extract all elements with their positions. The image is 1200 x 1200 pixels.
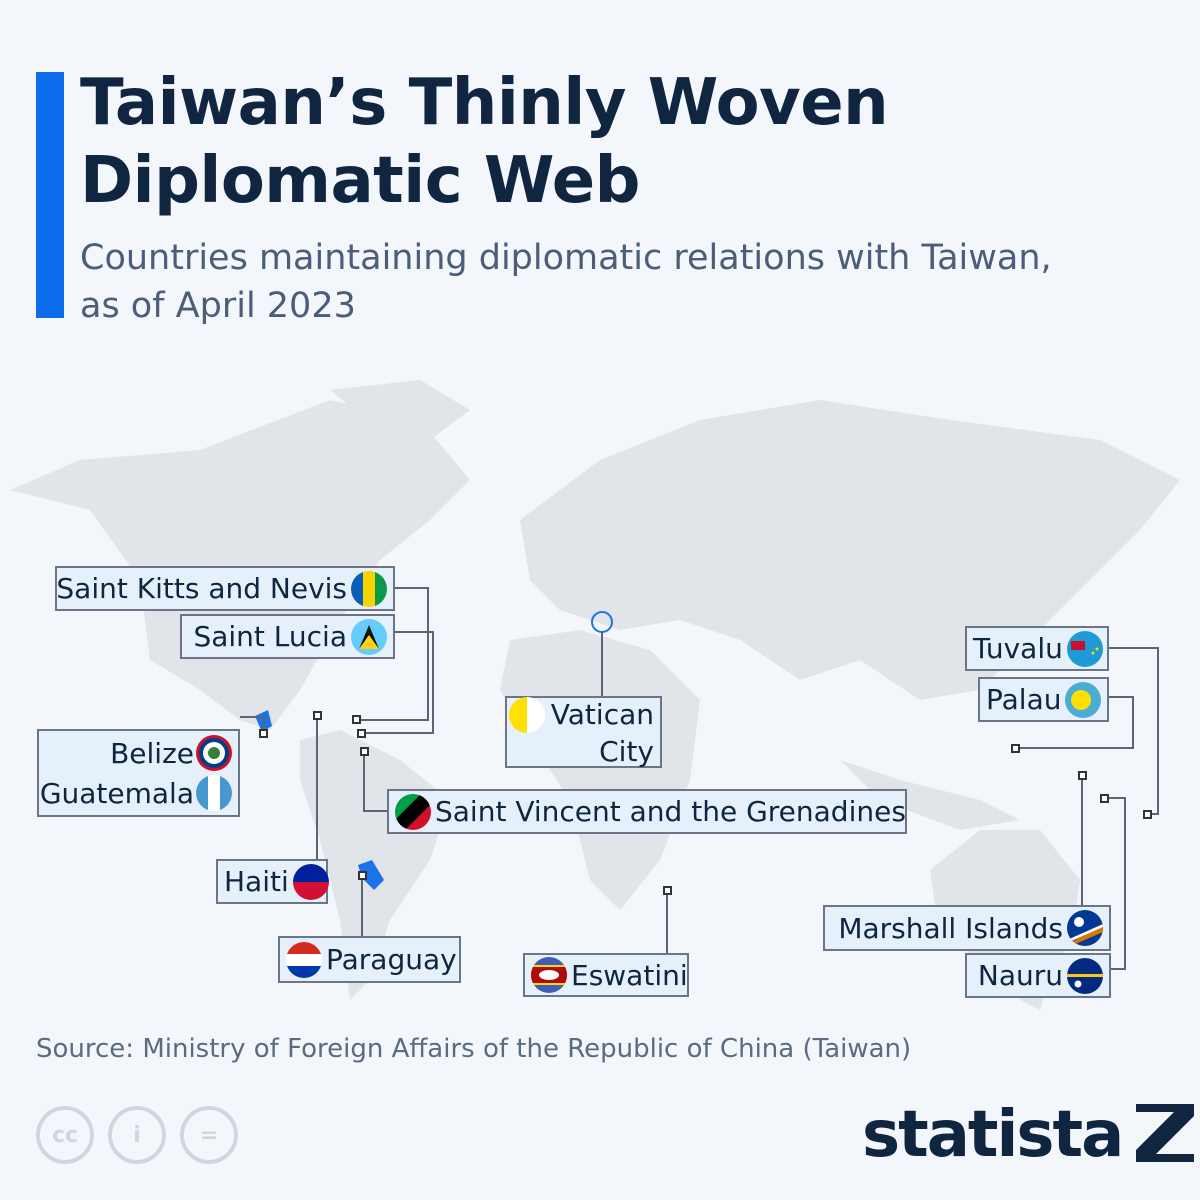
label-tuvalu: Tuvalu xyxy=(965,626,1109,671)
label-eswatini: Eswatini xyxy=(523,953,689,997)
label-saint-kitts-and-nevis: Saint Kitts and Nevis xyxy=(55,566,395,611)
flag-icon xyxy=(1067,910,1103,946)
statista-logo-icon xyxy=(1136,1104,1195,1162)
flag-icon xyxy=(1066,630,1103,667)
label-vatican-city: Vatican City xyxy=(505,696,662,768)
flag-icon xyxy=(292,863,329,900)
creative-commons-icon[interactable]: cc xyxy=(36,1106,94,1164)
flag-icon xyxy=(351,570,387,607)
label-haiti: Haiti xyxy=(216,859,329,904)
flag-icon xyxy=(196,735,232,771)
flag-icon xyxy=(531,957,567,993)
flag-icon xyxy=(1067,957,1103,994)
flag-icon xyxy=(395,793,431,830)
subtitle: Countries maintaining diplomatic relatio… xyxy=(80,238,1052,326)
label-saint-lucia: Saint Lucia xyxy=(180,614,395,659)
flag-icon xyxy=(508,697,545,733)
no-derivatives-icon[interactable]: = xyxy=(180,1106,238,1164)
attribution-icon[interactable]: i xyxy=(108,1106,166,1164)
label-saint-vincent-and-the-grenadines: Saint Vincent and the Grenadines xyxy=(387,789,907,834)
accent-bar xyxy=(36,72,64,318)
flag-icon xyxy=(196,775,232,811)
label-belize-guatemala: Belize Guatemala xyxy=(37,729,240,817)
source-note: Source: Ministry of Foreign Affairs of t… xyxy=(36,1034,912,1064)
label-marshall-islands: Marshall Islands xyxy=(823,905,1111,951)
statista-logo[interactable]: statista xyxy=(862,1098,1195,1172)
label-palau: Palau xyxy=(978,677,1109,722)
label-nauru: Nauru xyxy=(965,953,1111,998)
flag-icon xyxy=(1065,681,1102,718)
label-paraguay: Paraguay xyxy=(278,936,461,983)
flag-icon xyxy=(286,941,322,978)
flag-icon xyxy=(351,618,387,655)
